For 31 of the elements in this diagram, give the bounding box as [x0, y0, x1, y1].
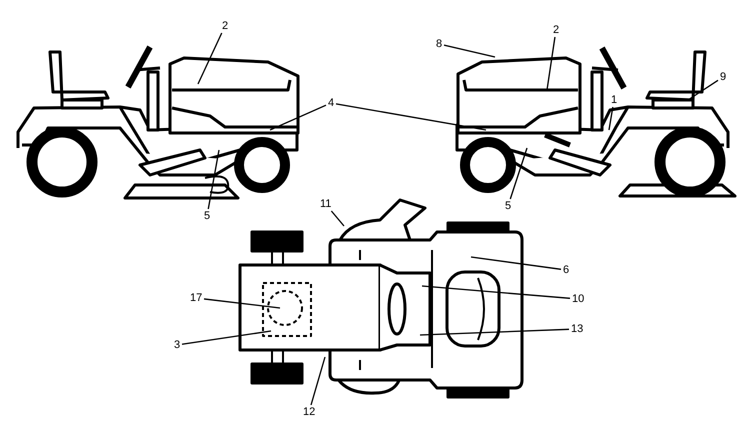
leader-line: [336, 103, 486, 131]
leader-line: [422, 285, 570, 299]
leader-line: [310, 356, 326, 406]
callout-number: 3: [174, 339, 180, 351]
leader-line: [420, 328, 570, 336]
leader-line: [444, 44, 496, 58]
callout-number: 17: [190, 292, 202, 304]
leader-line: [330, 210, 344, 226]
leader-line: [470, 256, 562, 270]
callout-number: 5: [505, 200, 512, 212]
callout-number: 1: [611, 94, 618, 106]
callout-number: 11: [320, 198, 332, 210]
callout-number: 8: [436, 38, 442, 50]
callout-number: 10: [572, 293, 584, 305]
callout-number: 2: [222, 20, 228, 32]
leader-line: [182, 330, 272, 345]
callout-number: 4: [328, 97, 334, 109]
leader-line: [688, 80, 718, 101]
callout-number: 6: [563, 264, 570, 276]
leader-line: [608, 106, 614, 130]
callout-number: 5: [204, 210, 210, 222]
leader-line: [204, 298, 280, 309]
callout-number: 9: [720, 71, 726, 83]
leader-line: [510, 148, 528, 200]
leader-line: [208, 150, 220, 210]
leader-line: [270, 104, 326, 131]
callout-number: 2: [553, 24, 560, 36]
leader-line: [197, 32, 222, 84]
callout-number: 12: [303, 406, 316, 418]
callout-number: 13: [571, 323, 584, 335]
leader-line: [546, 36, 556, 90]
